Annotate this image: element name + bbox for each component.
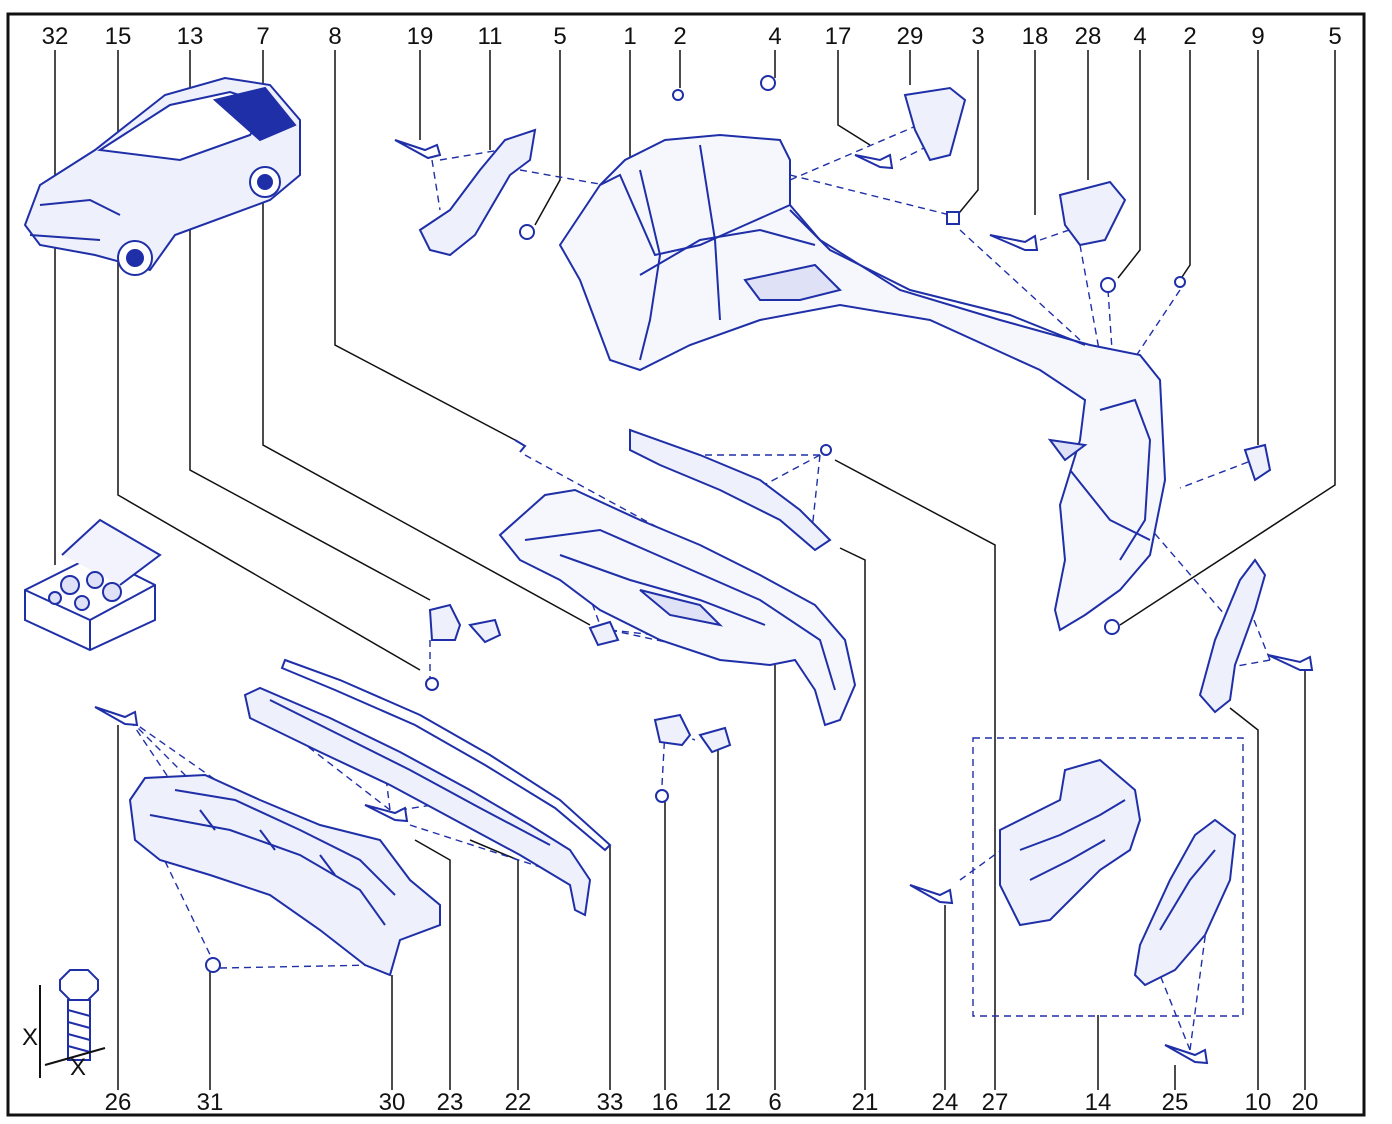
- callout-24: 24: [932, 1089, 959, 1116]
- callout-32: 32: [42, 23, 69, 50]
- bracket-assembly-icon: [999, 758, 1237, 987]
- fastener-icons: [94, 75, 1314, 1065]
- bumper-cover-icon: [558, 133, 1167, 632]
- callout-19: 19: [407, 23, 434, 50]
- vehicle-location-icon: [23, 76, 301, 276]
- callout-6: 6: [768, 1089, 781, 1116]
- callout-18: 18: [1022, 23, 1049, 50]
- callout-11: 11: [478, 23, 503, 50]
- dimension-x-vertical: X: [22, 1024, 38, 1051]
- lower-diffuser-icon: [498, 488, 857, 727]
- callout-12: 12: [705, 1089, 732, 1116]
- callout-28: 28: [1075, 23, 1102, 50]
- callout-2-left: 2: [673, 23, 686, 50]
- callout-3: 3: [971, 23, 984, 50]
- callout-33: 33: [597, 1089, 624, 1116]
- callout-20: 20: [1292, 1089, 1319, 1116]
- bolt-dimension-detail: [39, 969, 106, 1078]
- callout-4-right: 4: [1133, 23, 1146, 50]
- callout-25: 25: [1162, 1089, 1189, 1116]
- callout-31: 31: [197, 1089, 224, 1116]
- callout-30: 30: [379, 1089, 406, 1116]
- callout-4-left: 4: [768, 23, 781, 50]
- impact-absorber-icon: [243, 658, 612, 917]
- callout-10: 10: [1245, 1089, 1272, 1116]
- callout-21: 21: [852, 1089, 879, 1116]
- callout-27: 27: [982, 1089, 1009, 1116]
- callout-15: 15: [105, 23, 132, 50]
- callout-23: 23: [437, 1089, 464, 1116]
- callout-8: 8: [328, 23, 341, 50]
- reinforcement-beam-icon: [128, 773, 441, 977]
- callout-5-left: 5: [553, 23, 566, 50]
- diagram-frame: [6, 12, 1366, 1117]
- fastener-kit-box-icon: [24, 518, 162, 652]
- callout-1: 1: [623, 23, 636, 50]
- dimension-x-horizontal: X: [70, 1054, 86, 1081]
- callout-29: 29: [897, 23, 924, 50]
- callout-16: 16: [652, 1089, 679, 1116]
- top-callouts: 32 15 13 7 8 19 11 5 1 2 4 17 29 3 18 28…: [42, 23, 1342, 50]
- callout-2-right: 2: [1183, 23, 1196, 50]
- side-bracket-icon: [418, 128, 1267, 714]
- callout-14: 14: [1085, 1089, 1112, 1116]
- callout-5-right: 5: [1328, 23, 1341, 50]
- bottom-callouts: 26 31 30 23 22 33 16 12 6 21 24 27 14 25…: [105, 1089, 1319, 1116]
- callout-7: 7: [256, 23, 269, 50]
- callout-13: 13: [177, 23, 204, 50]
- callout-26: 26: [105, 1089, 132, 1116]
- callout-22: 22: [505, 1089, 532, 1116]
- callout-9: 9: [1251, 23, 1264, 50]
- callout-17: 17: [825, 23, 852, 50]
